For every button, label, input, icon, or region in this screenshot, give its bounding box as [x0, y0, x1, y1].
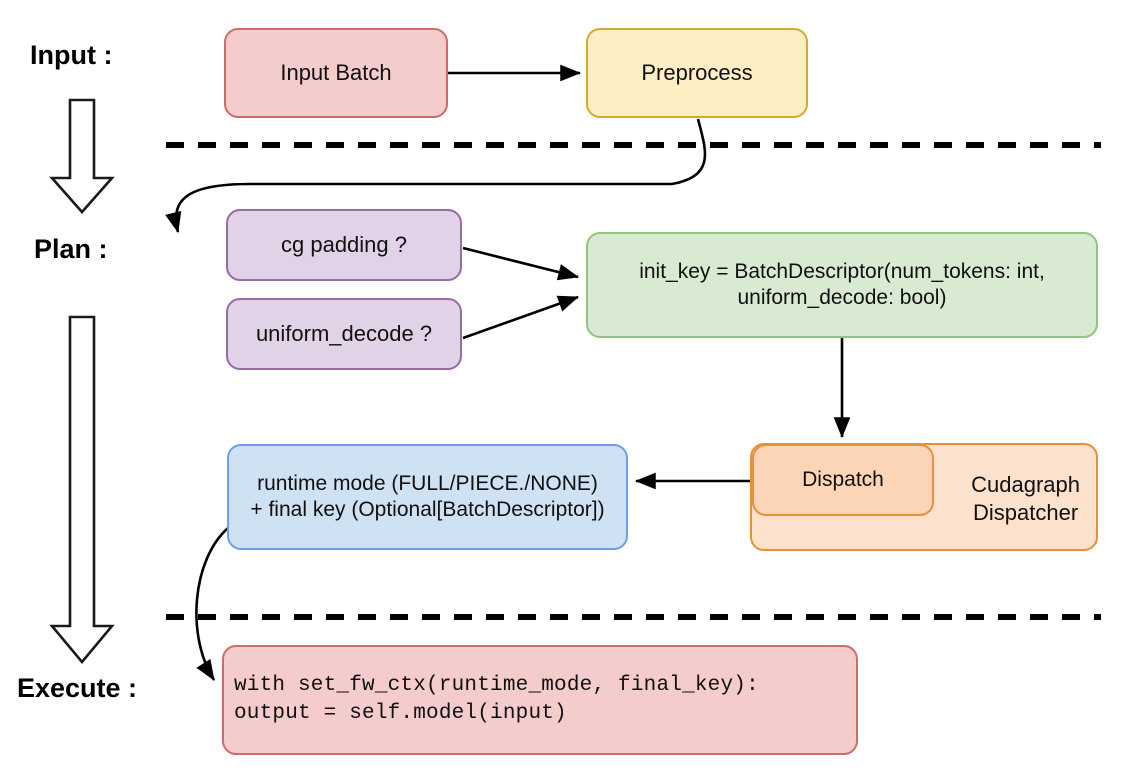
stage-label-execute-text: Execute :: [17, 673, 138, 703]
stage-arrow-plan-to-execute: [49, 315, 115, 665]
node-runtime-mode[interactable]: runtime mode (FULL/PIECE./NONE) + final …: [227, 444, 628, 550]
stage-label-plan: Plan :: [34, 236, 108, 263]
node-dispatch-label: Dispatch: [802, 467, 884, 491]
node-input-batch-label: Input Batch: [280, 60, 392, 86]
stage-label-input: Input :: [30, 42, 112, 69]
arrow-cg-padding-to-init-key: [462, 246, 580, 281]
stage-label-plan-text: Plan :: [34, 234, 108, 264]
node-cudagraph-dispatcher-label: Cudagraph Dispatcher: [971, 472, 1080, 525]
stage-label-input-text: Input :: [30, 40, 113, 70]
node-input-batch[interactable]: Input Batch: [224, 28, 448, 118]
node-dispatch[interactable]: Dispatch: [752, 444, 934, 516]
node-execute-code-label: with set_fw_ctx(runtime_mode, final_key)…: [234, 673, 759, 725]
stage-arrow-input-to-plan: [49, 98, 115, 214]
node-preprocess-label: Preprocess: [641, 60, 753, 86]
node-cg-padding[interactable]: cg padding ?: [226, 209, 462, 281]
node-execute-code[interactable]: with set_fw_ctx(runtime_mode, final_key)…: [222, 645, 858, 755]
arrow-uniform-decode-to-init-key: [462, 295, 579, 340]
node-cg-padding-label: cg padding ?: [281, 232, 407, 258]
node-init-key-label: init_key = BatchDescriptor(num_tokens: i…: [639, 259, 1045, 309]
node-uniform-decode[interactable]: uniform_decode ?: [226, 298, 462, 370]
node-runtime-mode-label: runtime mode (FULL/PIECE./NONE) + final …: [250, 471, 605, 521]
node-init-key[interactable]: init_key = BatchDescriptor(num_tokens: i…: [586, 232, 1098, 338]
node-preprocess[interactable]: Preprocess: [586, 28, 808, 118]
stage-label-execute: Execute :: [17, 675, 137, 702]
node-uniform-decode-label: uniform_decode ?: [255, 321, 433, 347]
